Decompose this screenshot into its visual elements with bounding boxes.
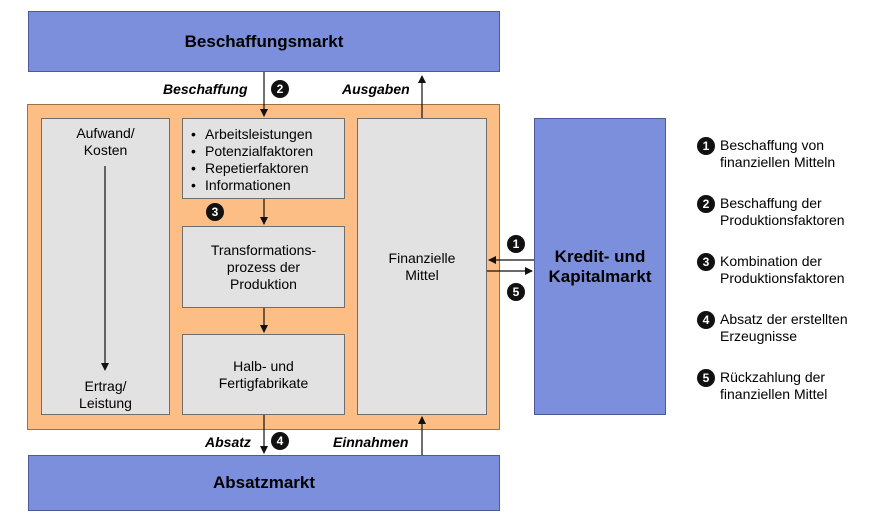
- factor-item: Repetierfaktoren: [193, 160, 344, 177]
- legend-number-badge: 1: [697, 137, 715, 155]
- transformation-box: Transformations- prozess der Produktion: [182, 226, 345, 308]
- revenue-label-line1: Ertrag/: [84, 378, 127, 394]
- sales-market-box: Absatzmarkt: [28, 455, 500, 511]
- legend-text-line1: Absatz der erstellten: [720, 311, 848, 327]
- number-badge-3: 3: [206, 203, 224, 221]
- revenue-label-line2: Leistung: [79, 395, 132, 411]
- products-line1: Halb- und: [233, 357, 294, 374]
- factor-item: Arbeitsleistungen: [193, 126, 344, 143]
- revenue-label: Ertrag/ Leistung: [42, 378, 169, 412]
- credit-market-line2: Kapitalmarkt: [548, 266, 652, 286]
- legend-text-line2: finanziellen Mittel: [720, 386, 828, 402]
- procurement-market-label: Beschaffungsmarkt: [184, 31, 344, 51]
- legend-number-badge: 3: [697, 253, 715, 271]
- cost-label: Aufwand/ Kosten: [42, 125, 169, 159]
- products-line2: Fertigfabrikate: [218, 374, 309, 391]
- cost-label-line2: Kosten: [83, 142, 128, 158]
- finance-line1: Finanzielle: [388, 249, 456, 266]
- number-badge-5: 5: [507, 283, 525, 301]
- legend-text-line1: Beschaffung der: [720, 195, 822, 211]
- legend-text-line2: Produktionsfaktoren: [720, 270, 845, 286]
- transformation-line1: Transformations-: [210, 241, 317, 258]
- procurement-flow-label: Beschaffung: [163, 81, 248, 97]
- finance-line2: Mittel: [405, 266, 439, 283]
- financial-means-box: Finanzielle Mittel: [357, 118, 487, 415]
- products-box: Halb- und Fertigfabrikate: [182, 334, 345, 415]
- legend-text-line2: finanziellen Mitteln: [720, 154, 836, 170]
- factor-item: Potenzialfaktoren: [193, 143, 344, 160]
- number-badge-2: 2: [271, 80, 289, 98]
- production-factors-box: Arbeitsleistungen Potenzialfaktoren Repe…: [182, 118, 345, 199]
- sales-flow-label: Absatz: [205, 434, 251, 450]
- factor-item: Informationen: [193, 177, 344, 194]
- legend-number-badge: 4: [697, 311, 715, 329]
- legend-text-line2: Produktionsfaktoren: [720, 212, 845, 228]
- legend-number-badge: 2: [697, 195, 715, 213]
- transformation-line3: Produktion: [230, 275, 297, 292]
- credit-capital-market-box: Kredit- und Kapitalmarkt: [534, 118, 666, 415]
- legend-text-line1: Kombination der: [720, 253, 822, 269]
- sales-market-label: Absatzmarkt: [212, 473, 316, 492]
- legend-text-line2: Erzeugnisse: [720, 328, 798, 344]
- number-badge-4: 4: [271, 432, 289, 450]
- legend-text-line1: Beschaffung von: [720, 137, 825, 153]
- production-factors-list: Arbeitsleistungen Potenzialfaktoren Repe…: [183, 126, 344, 194]
- cost-label-line1: Aufwand/: [76, 125, 135, 141]
- credit-market-line1: Kredit- und: [554, 246, 646, 266]
- expenses-flow-label: Ausgaben: [342, 81, 410, 97]
- revenue-flow-label: Einnahmen: [333, 434, 409, 450]
- transformation-line2: prozess der: [226, 258, 301, 275]
- legend-number-badge: 5: [697, 369, 715, 387]
- number-badge-1: 1: [507, 235, 525, 253]
- legend-text-line1: Rückzahlung der: [720, 369, 826, 385]
- procurement-market-box: Beschaffungsmarkt: [28, 11, 500, 72]
